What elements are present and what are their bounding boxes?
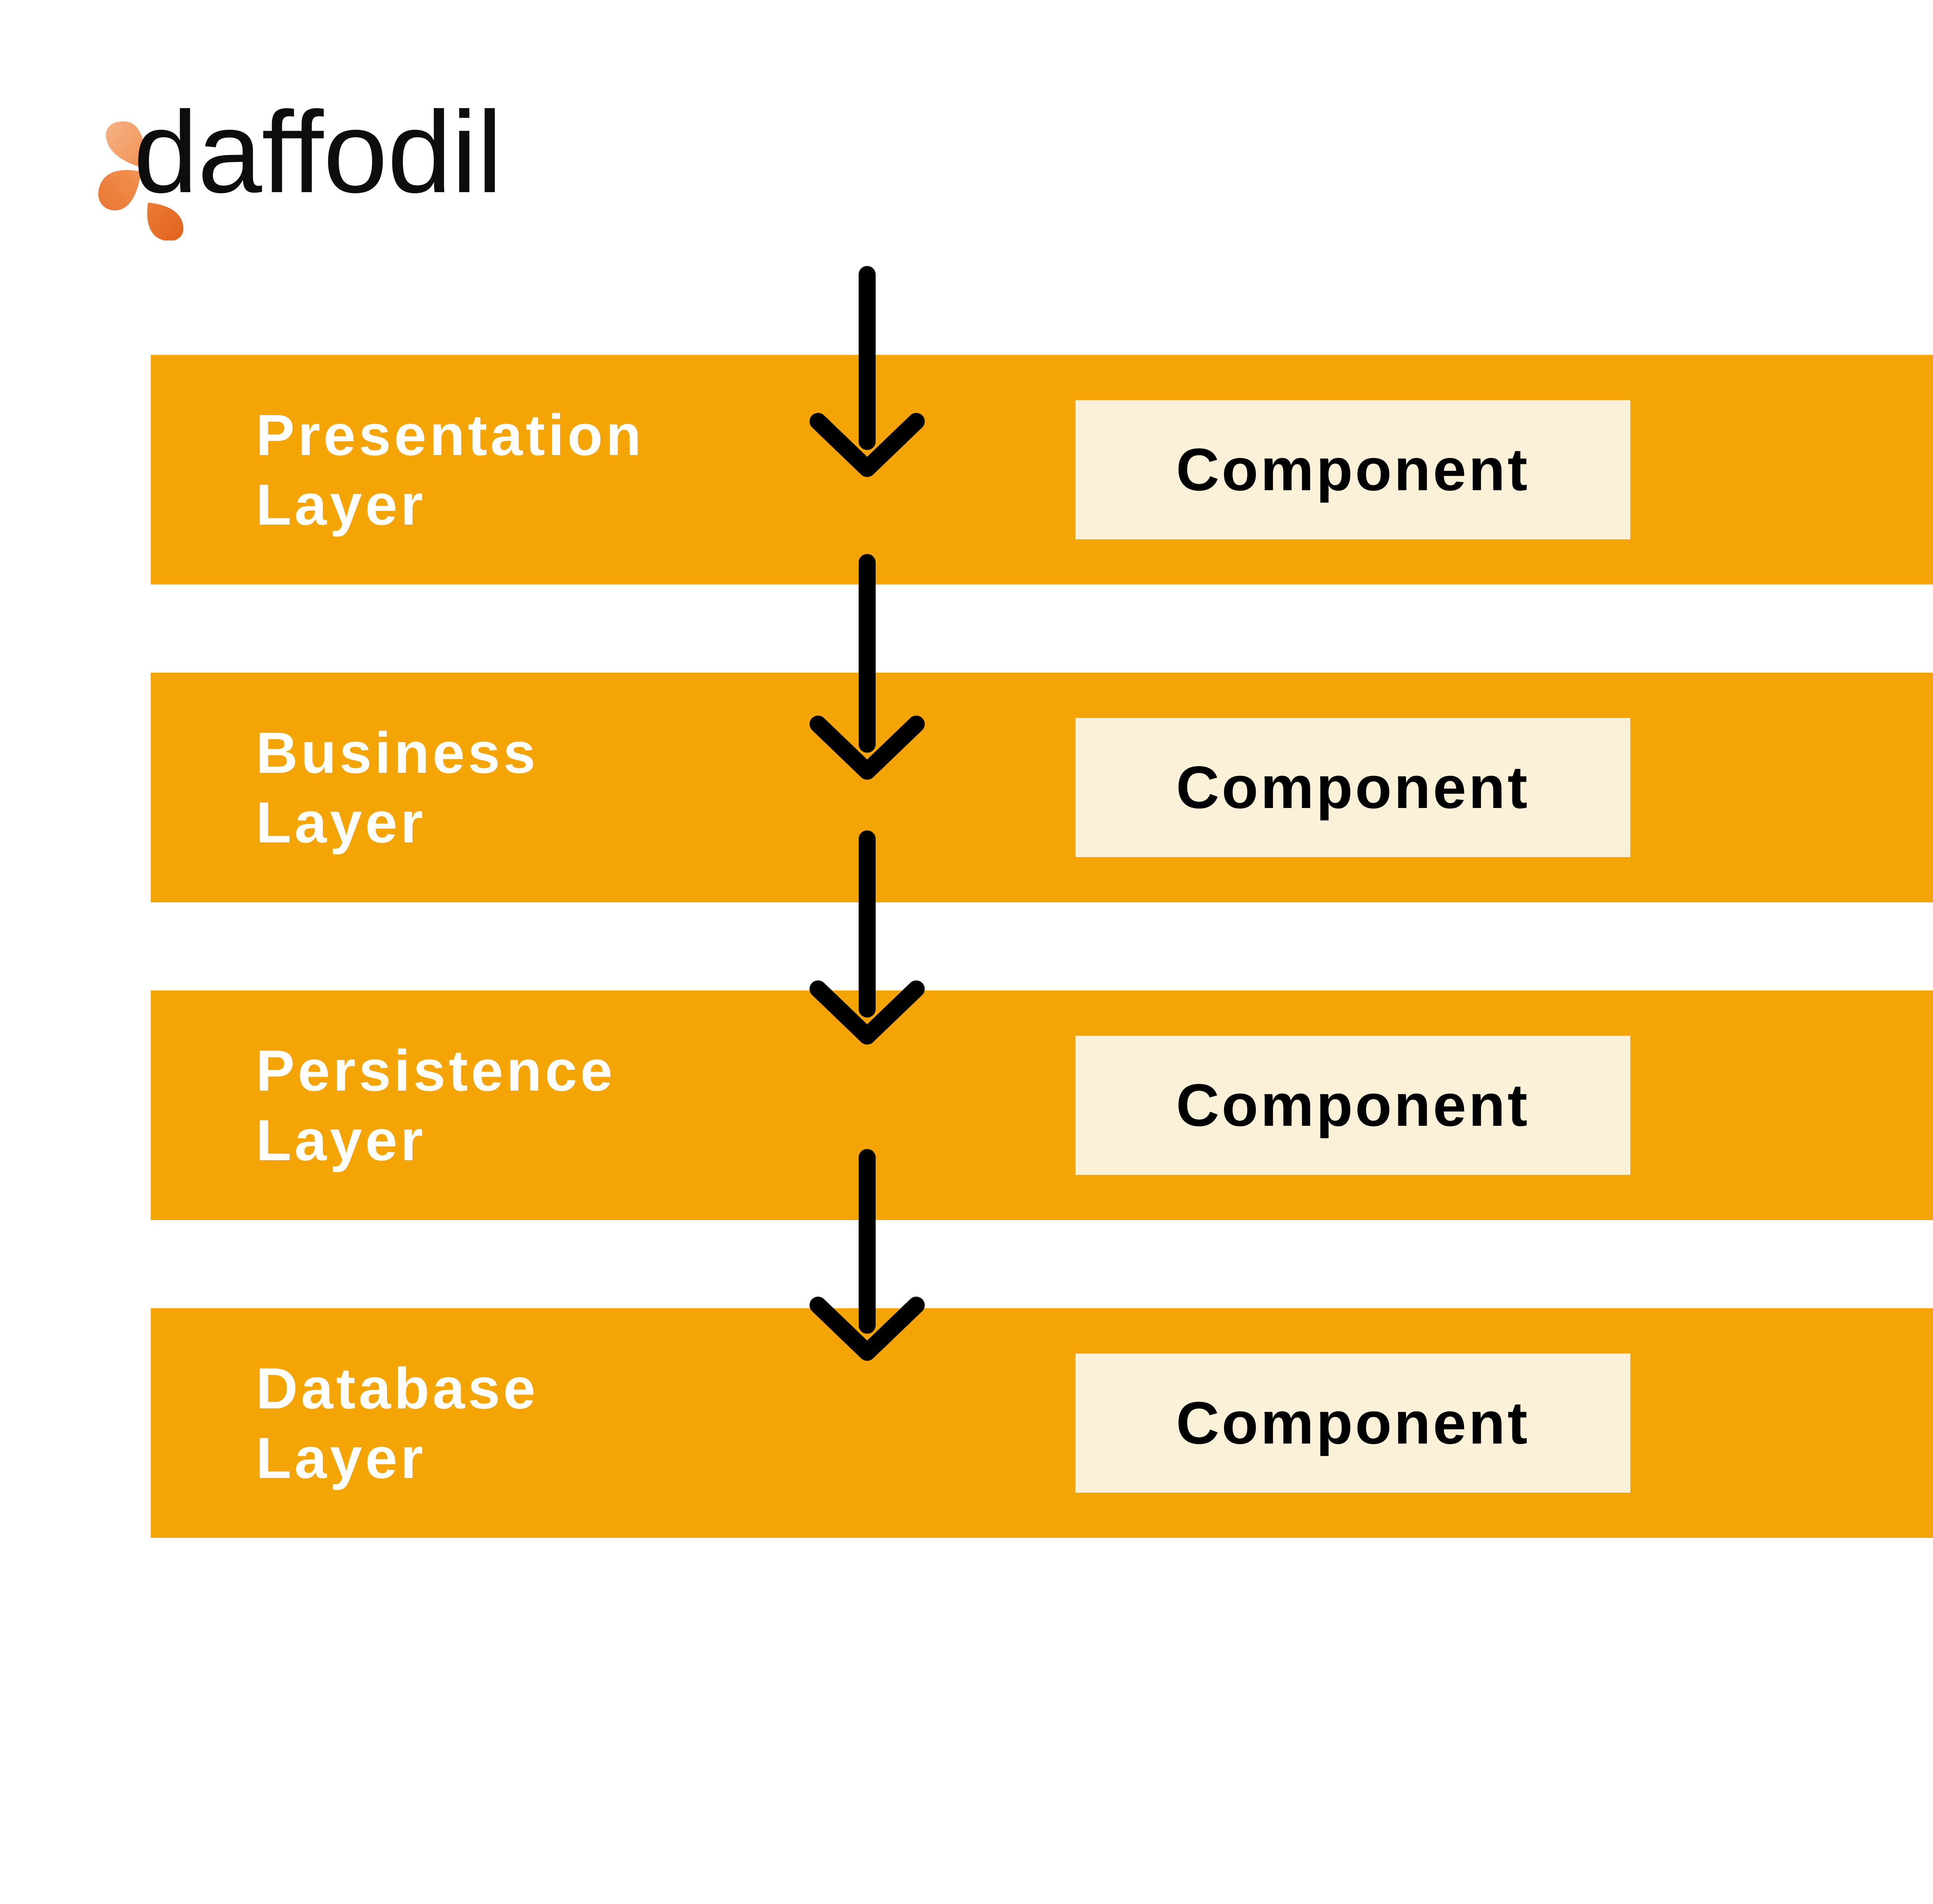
component-label: Component [1176,754,1530,821]
layer-label-line2: Layer [256,1108,426,1173]
component-label: Component [1176,436,1530,503]
component-box: Component [1076,1353,1630,1493]
component-box: Component [1076,1036,1630,1175]
layer-label-line1: Database [256,1356,539,1421]
layer-bar-persistence: Persistence Layer Component Component [151,990,1933,1220]
layer-label-line2: Layer [256,790,426,855]
component-box: Component [1076,718,1630,857]
layer-label-business: Business Layer [256,673,539,902]
layer-bar-presentation: Presentation Layer Component Component [151,355,1933,585]
layer-label-line2: Layer [256,1425,426,1490]
layer-label-line1: Persistence [256,1038,616,1103]
layer-label-persistence: Persistence Layer [256,990,615,1220]
logo-wordmark: daffodil [133,87,503,217]
component-box: Component [1076,400,1630,539]
layer-label-presentation: Presentation Layer [256,355,644,585]
layer-label-line1: Presentation [256,402,644,467]
component-label: Component [1176,1389,1530,1456]
layer-bar-business: Business Layer Component Component [151,673,1933,902]
layer-label-line2: Layer [256,472,426,537]
component-label: Component [1176,1072,1530,1139]
layer-label-database: Database Layer [256,1308,539,1538]
layer-bar-database: Database Layer Component Component [151,1308,1933,1538]
daffodil-flower-icon [98,121,184,240]
layer-label-line1: Business [256,720,539,785]
